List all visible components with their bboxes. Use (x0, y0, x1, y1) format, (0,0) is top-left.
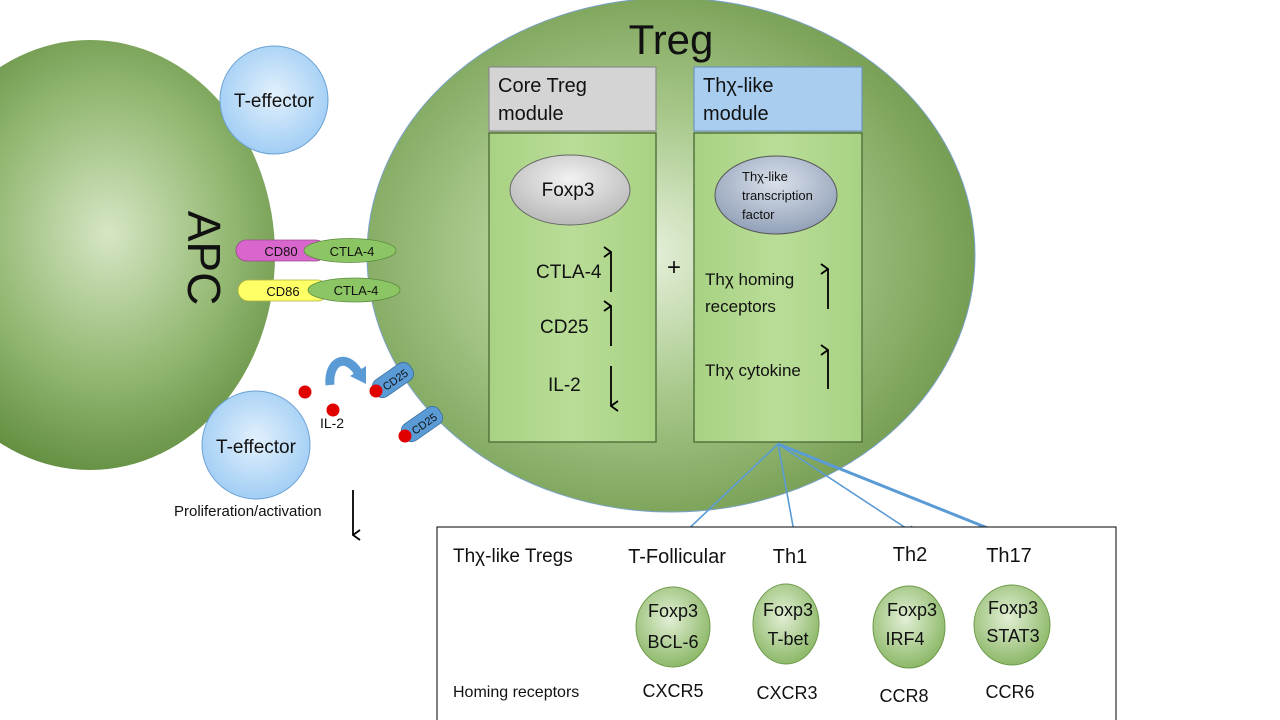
ctla4-receptor-2 (307, 277, 401, 303)
thx-tf-line1: Thχ-like (742, 169, 788, 184)
thx-header-line2: module (703, 103, 769, 125)
cd86-ctla4-pair: CD86 CTLA-4 (237, 277, 401, 303)
subset-cell-th1 (752, 583, 820, 665)
subset-tf-th17-1: Foxp3 (988, 598, 1038, 618)
subset-name-th2: Th2 (893, 544, 927, 566)
thx-tf-line2: transcription (742, 188, 813, 203)
il2-label: IL-2 (320, 415, 344, 431)
il2-dot (369, 384, 383, 398)
core-item-cd25: CD25 (540, 317, 589, 338)
core-header-line1: Core Treg (498, 75, 587, 97)
subset-receptor-th1: CXCR3 (756, 683, 817, 703)
row-label-homing: Homing receptors (453, 684, 579, 701)
core-module-header (488, 66, 657, 132)
thx-tf (714, 155, 838, 235)
subset-tf-tfh-1: Foxp3 (648, 601, 698, 621)
subset-tf-tfh-2: BCL-6 (647, 632, 698, 652)
subset-tf-th2-2: IRF4 (885, 629, 924, 649)
il2-dot (298, 385, 312, 399)
subset-tf-th2-1: Foxp3 (887, 600, 937, 620)
t-effector-top: T-effector (219, 45, 329, 155)
t-effector-top-label: T-effector (234, 91, 315, 112)
arrow-to-th2 (777, 443, 915, 534)
il2-dot (398, 429, 412, 443)
thx-item-cytokine: Thχ cytokine (705, 361, 801, 380)
t-effector-bottom: T-effector (201, 390, 311, 500)
plus-sign: + (667, 254, 681, 281)
cd80-ctla4-pair: CD80 CTLA-4 (235, 238, 397, 263)
core-header-line2: module (498, 103, 564, 125)
subset-name-tfh: T-Follicular (628, 546, 726, 568)
apc-label: APC (178, 211, 230, 306)
arrow-to-th1 (777, 443, 795, 537)
arrow-to-tfh (680, 443, 779, 537)
core-item-ctla4: CTLA-4 (536, 262, 602, 283)
t-effector-bottom-label: T-effector (216, 437, 297, 458)
arrow-to-th17 (777, 442, 1010, 537)
row-label-thx-tregs: Thχ-like Tregs (453, 546, 573, 567)
ctla4-label-2: CTLA-4 (334, 283, 379, 298)
thx-item-homing-line2: receptors (705, 297, 776, 316)
cd86-label: CD86 (266, 284, 299, 299)
ctla4-label-1: CTLA-4 (330, 244, 375, 259)
subset-receptor-th17: CCR6 (985, 682, 1034, 702)
proliferation-label: Proliferation/activation (174, 503, 322, 520)
thx-module-header (693, 66, 863, 132)
treg-title: Treg (629, 16, 714, 63)
core-treg-module: Core Treg module Foxp3 CTLA-4 CD25 IL-2 (488, 66, 657, 443)
subset-tf-th17-2: STAT3 (986, 626, 1039, 646)
core-item-il2: IL-2 (548, 375, 581, 396)
subset-name-th17: Th17 (986, 545, 1032, 567)
curved-arrow-head (350, 366, 366, 384)
apc-cell: APC (0, 40, 275, 470)
ctla4-receptor-1 (303, 238, 397, 263)
cd80-label: CD80 (264, 244, 297, 259)
subset-receptor-th2: CCR8 (879, 686, 928, 706)
subset-name-th1: Th1 (773, 546, 807, 568)
subset-receptor-tfh: CXCR5 (642, 681, 703, 701)
thx-subsets-table: Thχ-like Tregs Homing receptors T-Follic… (436, 526, 1117, 720)
subset-cell-th17 (973, 584, 1051, 666)
curved-arrow-icon (325, 356, 362, 386)
thx-header-line1: Thχ-like (703, 75, 774, 97)
foxp3-label: Foxp3 (542, 180, 595, 201)
thx-tf-line3: factor (742, 207, 775, 222)
subset-arrows (680, 442, 1010, 537)
thx-like-module: Thχ-like module Thχ-like transcription f… (693, 66, 863, 443)
il2-dot (326, 403, 340, 417)
subset-cell-tfh (635, 586, 711, 668)
foxp3-tf (509, 154, 631, 226)
subset-tf-th1-1: Foxp3 (763, 600, 813, 620)
subset-cell-th2 (872, 585, 946, 669)
subset-tf-th1-2: T-bet (767, 629, 808, 649)
thx-item-homing-line1: Thχ homing (705, 270, 794, 289)
